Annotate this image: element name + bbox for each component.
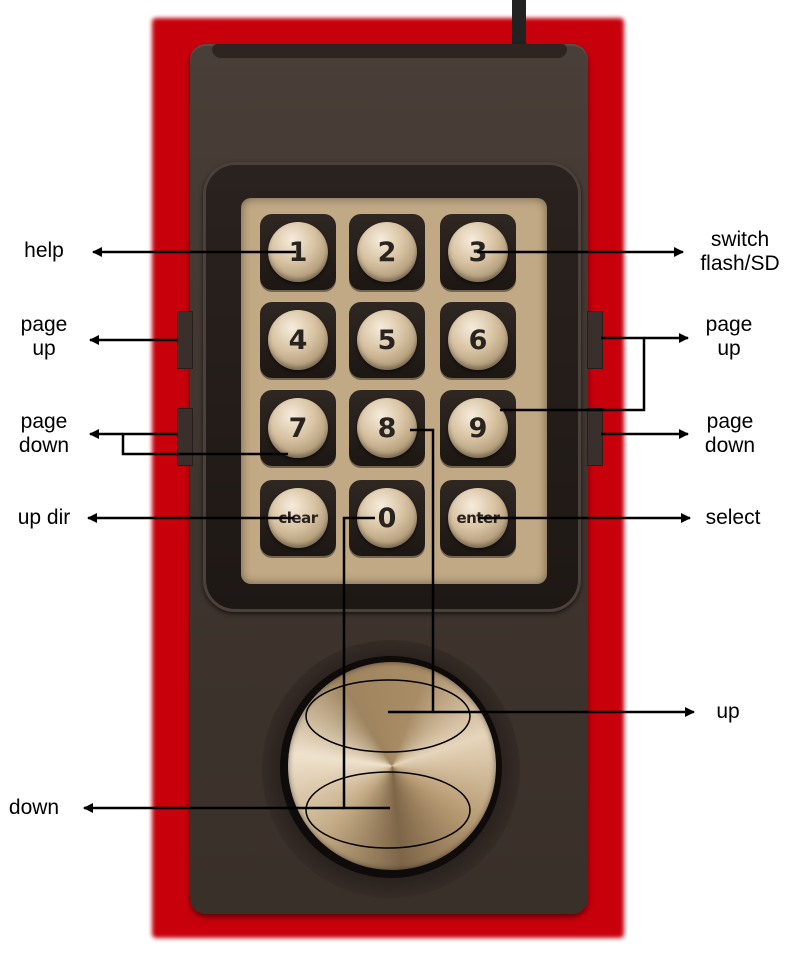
label-page-down-right-line2: down	[698, 434, 762, 458]
label-select: select	[700, 506, 766, 530]
label-page-down-left: page down	[14, 410, 74, 458]
label-switch: switch flash/SD	[692, 228, 788, 276]
label-page-down-left-line2: down	[14, 434, 74, 458]
label-down: down	[4, 796, 64, 820]
disc-down-region	[306, 772, 470, 848]
label-page-up-left: page up	[14, 313, 74, 361]
label-page-up-right-line1: page	[698, 313, 760, 337]
label-page-down-right: page down	[698, 410, 762, 458]
page-up-right-connector	[500, 338, 644, 410]
up-connector	[388, 430, 433, 712]
label-page-up-left-line2: up	[14, 337, 74, 361]
label-page-up-right-line2: up	[698, 337, 760, 361]
label-up: up	[712, 700, 744, 724]
label-up-dir: up dir	[12, 506, 76, 530]
label-help: help	[20, 239, 68, 263]
label-page-down-right-line1: page	[698, 410, 762, 434]
label-switch-line2: flash/SD	[692, 252, 788, 276]
label-page-down-left-line1: page	[14, 410, 74, 434]
label-page-up-right: page up	[698, 313, 760, 361]
down-connector	[344, 518, 390, 808]
label-switch-line1: switch	[692, 228, 788, 252]
page-down-left-connector	[123, 434, 288, 454]
label-page-up-left-line1: page	[14, 313, 74, 337]
disc-up-region	[306, 680, 470, 752]
